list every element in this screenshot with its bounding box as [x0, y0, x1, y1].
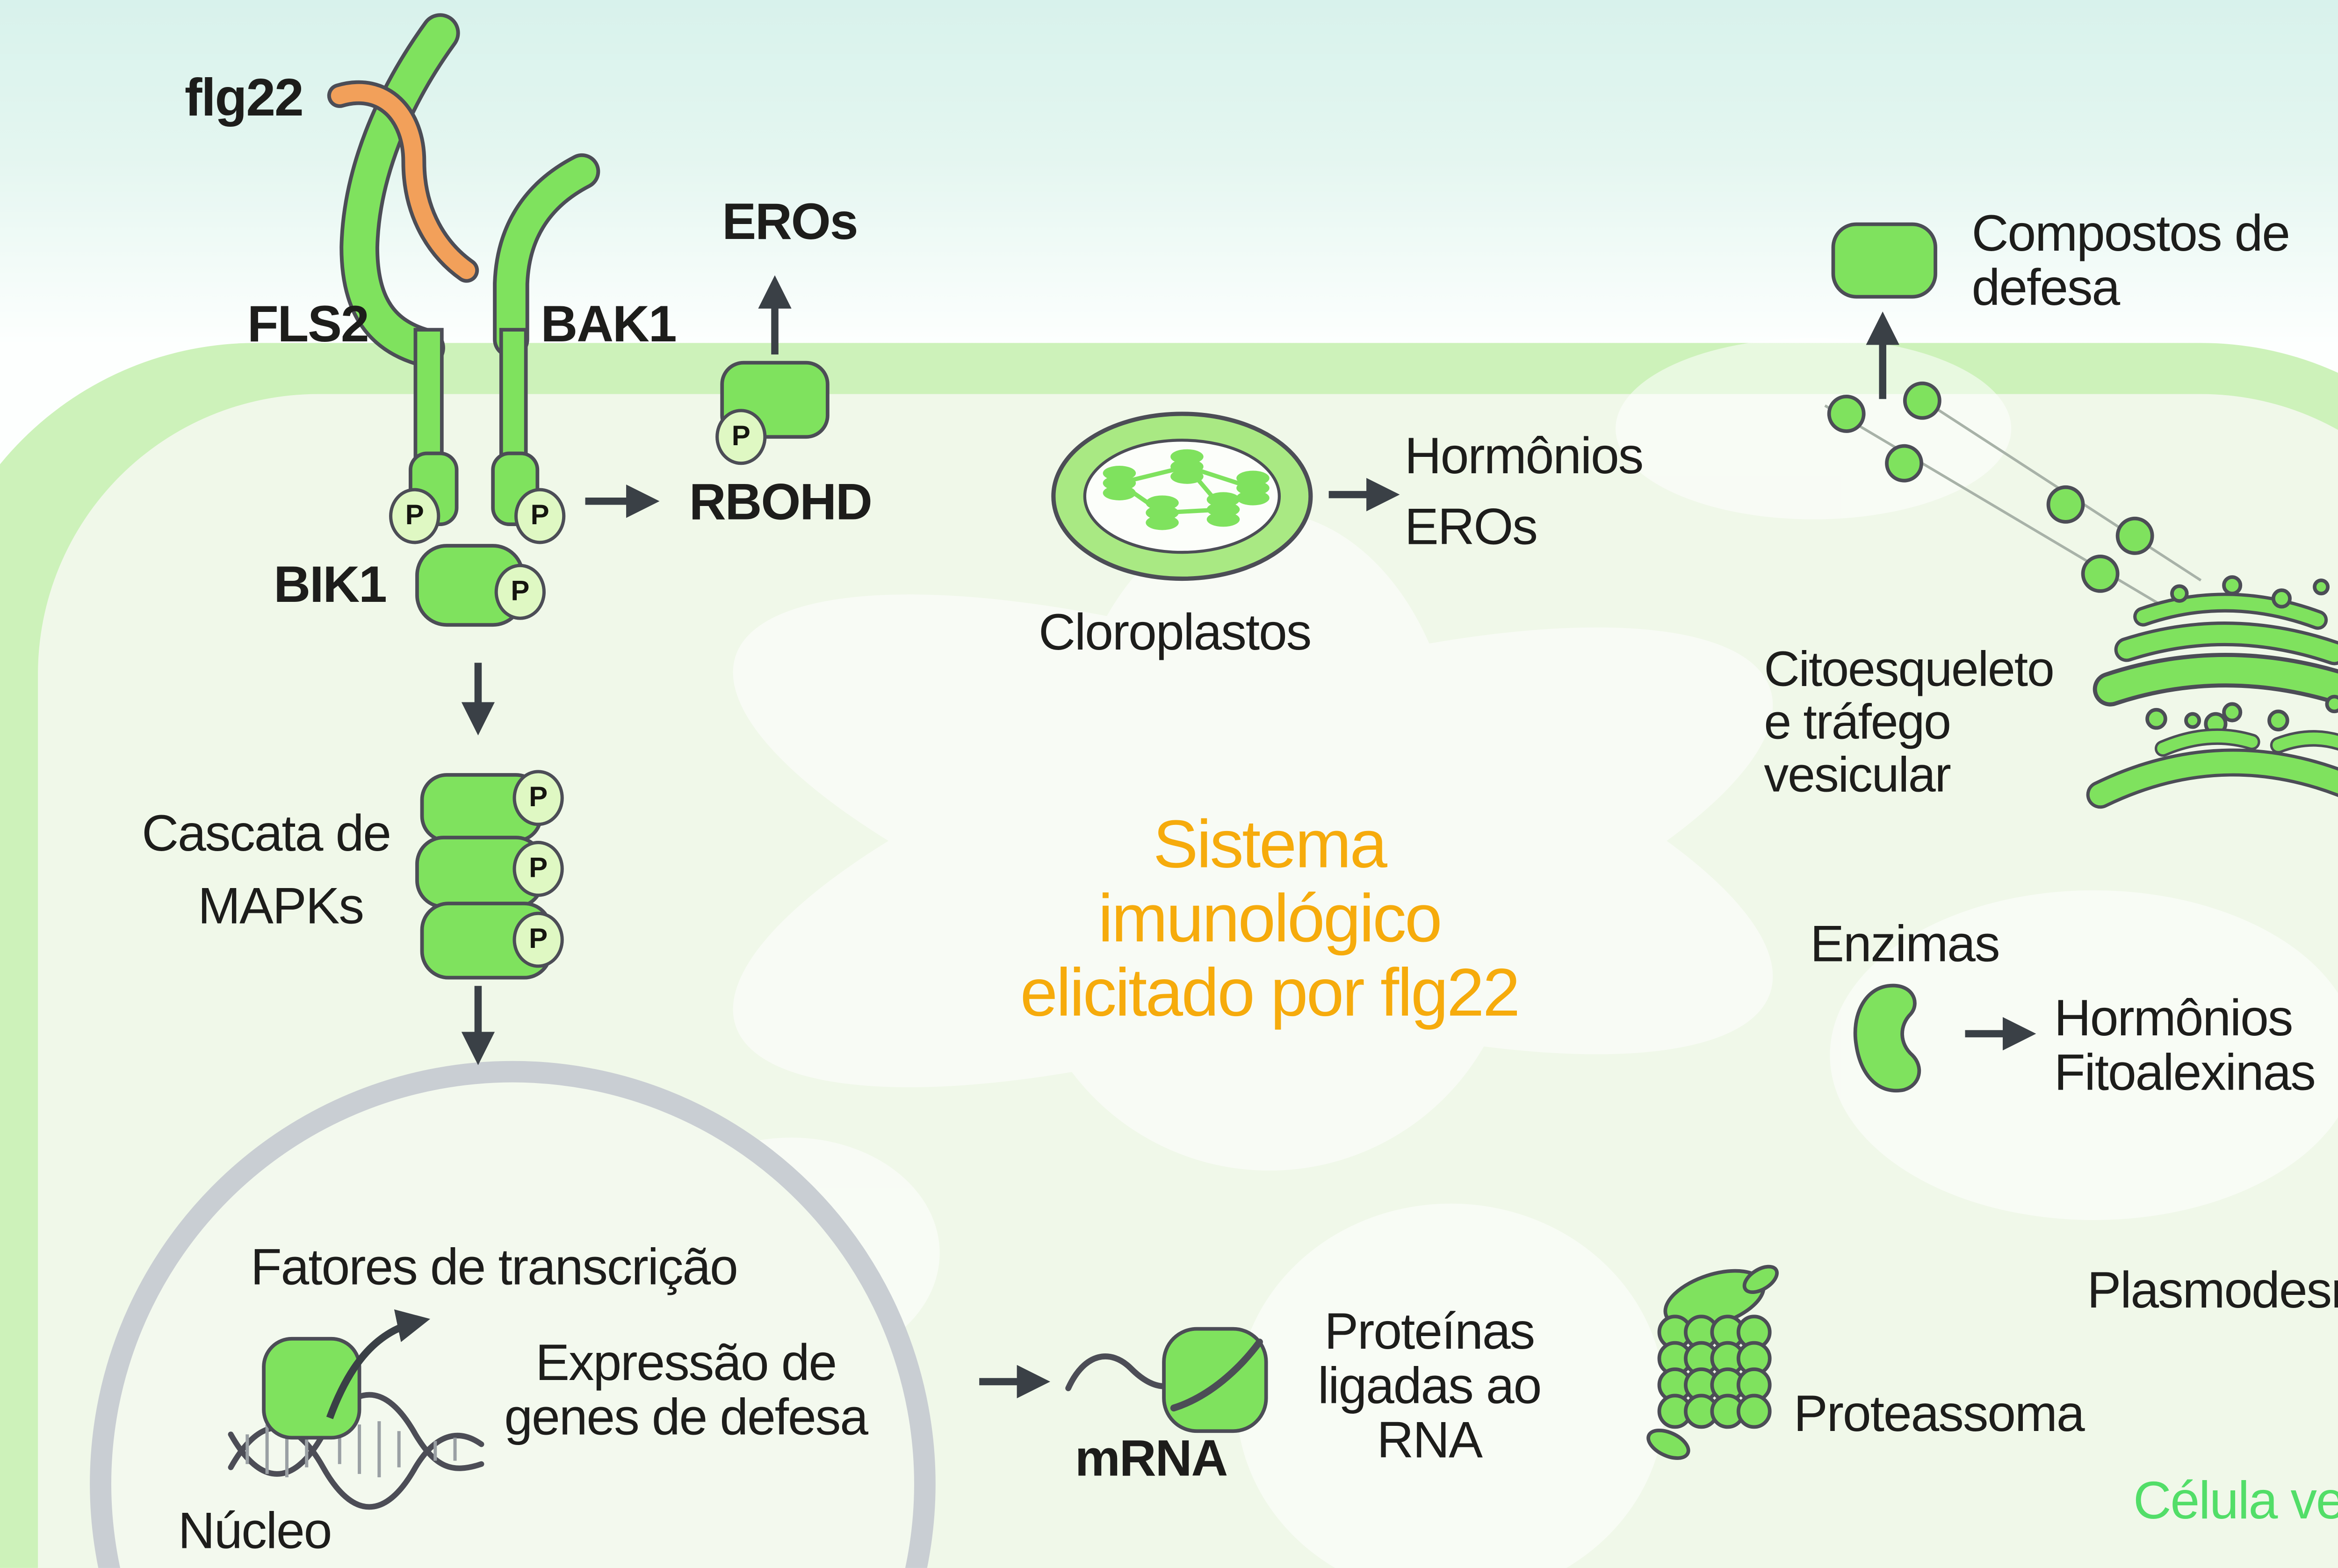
phosphate-badge: P [494, 564, 546, 620]
phosphate-badge: P [514, 488, 566, 544]
phosphate-badge: P [512, 911, 564, 968]
label-line: ligadas ao [1318, 1357, 1542, 1415]
enzyme-shape [1853, 983, 1921, 1093]
label-line: defesa [1971, 259, 2121, 317]
title-line: imunológico [1098, 881, 1442, 957]
label-hormonios: Hormônios [1404, 427, 1644, 485]
cytoskeleton-vesicle-track [1824, 381, 2202, 611]
phosphate-badge: P [512, 770, 564, 826]
label-line: e tráfego [1764, 696, 1951, 751]
phosphate-badge: P [715, 409, 767, 465]
label-line: Expressão de [535, 1334, 837, 1392]
flg22-ligand-shape [327, 80, 479, 283]
label-nucleo: Núcleo [178, 1502, 332, 1560]
label-hormonios-fitoalexinas: Hormônios Fitoalexinas [2054, 989, 2316, 1102]
proteasome-shape [1646, 1265, 1779, 1460]
diagram-title: Sistema imunológico elicitado por flg22 [857, 806, 1681, 1031]
defense-compound-shape [1831, 222, 1937, 299]
label-eros-top: EROs [722, 193, 858, 251]
cytoplasm-highlights [642, 338, 2338, 1568]
transcription-factor-shape [262, 1337, 361, 1440]
label-line: RNA [1377, 1412, 1483, 1470]
label-citoesqueleto: Citoesqueleto e tráfego vesicular [1764, 643, 2054, 803]
label-fatores-transcricao: Fatores de transcrição [250, 1238, 738, 1296]
label-line: Proteínas [1324, 1302, 1535, 1360]
label-expressao-genes: Expressão de genes de defesa [488, 1334, 884, 1446]
label-cascata-line1: Cascata de [142, 804, 391, 862]
fls2-receptor-shape [339, 13, 460, 527]
label-plasmodesmos: Plasmodesmos [2087, 1261, 2338, 1319]
label-line: genes de defesa [504, 1388, 868, 1446]
title-line: Sistema [1153, 806, 1387, 882]
label-line: Hormônios [2054, 989, 2294, 1047]
label-cascata-line2: MAPKs [198, 877, 364, 935]
label-enzimas: Enzimas [1810, 915, 2000, 973]
label-compostos: Compostos de defesa [1971, 204, 2290, 317]
flow-arrows [326, 275, 2036, 1419]
er-cisternae-shape [2086, 702, 2338, 809]
phosphate-badge: P [389, 488, 440, 544]
phosphate-letter: P [530, 499, 549, 531]
label-line: Compostos de [1971, 204, 2290, 262]
label-mrna: mRNA [1075, 1429, 1228, 1488]
label-proteassoma: Proteassoma [1793, 1385, 2085, 1443]
phosphate-letter: P [529, 923, 548, 955]
label-fls2: FLS2 [247, 295, 369, 353]
phosphate-letter: P [511, 575, 530, 607]
label-cloroplastos: Cloroplastos [1039, 603, 1312, 661]
label-eros-chloro: EROs [1404, 498, 1538, 556]
bak1-receptor-shape [491, 153, 600, 527]
label-bik1: BIK1 [274, 556, 387, 614]
phosphate-letter: P [529, 781, 548, 813]
label-line: vesicular [1764, 749, 1951, 803]
phosphate-letter: P [405, 499, 424, 531]
title-line: elicitado por flg22 [1020, 954, 1521, 1031]
label-proteinas-rna: Proteínas ligadas ao RNA [1306, 1304, 1553, 1468]
mapk-cascade-shape [415, 773, 553, 980]
chloroplast-shape [1051, 412, 1313, 581]
mrna-protein-shape [1065, 1327, 1268, 1433]
phosphate-letter: P [529, 852, 548, 884]
label-line: Fitoalexinas [2054, 1044, 2316, 1102]
phosphate-badge: P [512, 841, 564, 897]
label-bak1: BAK1 [541, 295, 677, 353]
label-flg22: flg22 [184, 67, 304, 127]
label-celula-vegetal: Célula vegetal [2133, 1470, 2338, 1530]
phosphate-letter: P [731, 420, 750, 452]
label-line: Citoesqueleto [1764, 643, 2054, 698]
label-rbohd: RBOHD [689, 473, 873, 531]
golgi-apparatus-shape [2093, 575, 2338, 736]
